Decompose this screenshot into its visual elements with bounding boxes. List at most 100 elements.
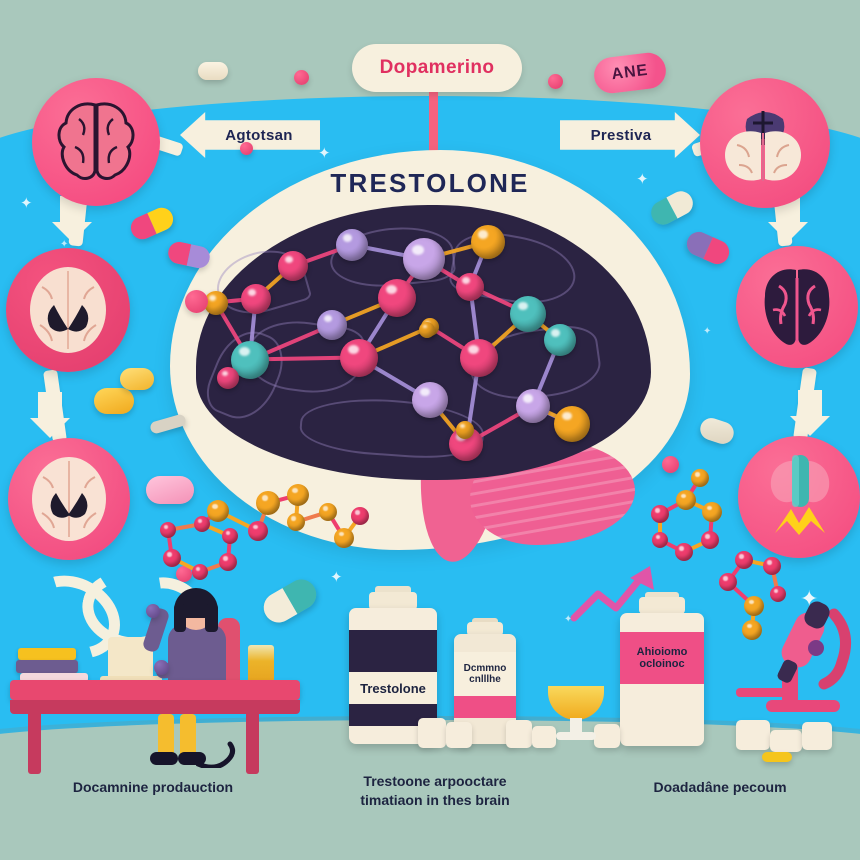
- caption-left-line1: Docamnine prodauction: [72, 779, 234, 795]
- desk-edge: [10, 700, 300, 714]
- caption-right: Doadadâne pecoum: [588, 778, 852, 797]
- molecule-atom: [248, 521, 268, 541]
- book-icon: [16, 660, 78, 673]
- circle-brain-outline-pink: [32, 78, 160, 206]
- molecule-atom: [675, 543, 693, 561]
- slide-icon: [762, 752, 792, 762]
- caption-center: Trestoone arpooctare timatiaon in thes b…: [300, 772, 570, 810]
- molecule-atom: [219, 553, 237, 571]
- juice-glass: [248, 645, 274, 685]
- tablet-block-icon: [770, 730, 802, 752]
- brain-icon: [57, 102, 135, 180]
- molecule-atom: [651, 505, 669, 523]
- bottle-abnormal: Ahioiomo ocloinoc: [617, 592, 707, 748]
- microscope-stage: [736, 688, 792, 697]
- network-node: [456, 273, 484, 301]
- tablet-block-icon: [506, 720, 532, 748]
- circle-brain-cross-section: [6, 248, 130, 372]
- pill-dot-icon: [548, 74, 563, 89]
- tablet-icon: [120, 368, 154, 390]
- molecule-atom: [676, 490, 696, 510]
- desk-surface: [10, 680, 300, 700]
- network-node: [419, 322, 435, 338]
- trend-up-arrow-icon: [570, 566, 654, 622]
- network-node: [241, 284, 271, 314]
- network-node: [336, 229, 368, 261]
- molecule-atom: [691, 469, 709, 487]
- tablet-block-icon: [594, 724, 620, 748]
- molecule-atom: [256, 491, 280, 515]
- dopamine-sign-label: Dopamerino: [379, 57, 495, 78]
- caption-right-line1: Doadadâne pecoum: [653, 779, 787, 795]
- pill-dot-icon: [662, 456, 679, 473]
- pill-dot-icon: [176, 566, 192, 582]
- caption-left: Docamnine prodauction: [8, 778, 298, 797]
- sign-post: [429, 86, 438, 158]
- network-node: [471, 225, 505, 259]
- caption-center-line1: Trestoone arpooctare: [363, 773, 507, 789]
- network-node: [204, 291, 228, 315]
- molecule-atom: [742, 620, 762, 640]
- held-pill-icon: [146, 604, 160, 618]
- person-hair-side: [174, 604, 186, 632]
- brain-icon: [764, 269, 830, 345]
- network-node: [403, 238, 445, 280]
- brain-icon: [725, 111, 801, 181]
- molecule-atom: [194, 516, 210, 532]
- molecule-atom: [763, 557, 781, 575]
- down-arrow-icon: [30, 392, 70, 438]
- bottle-dopamine-label-line2: cnlllhe: [469, 674, 501, 685]
- person-shoe: [150, 752, 178, 765]
- dopamine-sign: Dopamerino: [352, 44, 522, 92]
- molecule-atom: [735, 551, 753, 569]
- bottle-trestolone-label: Trestolone: [360, 680, 426, 696]
- tablet-block-icon: [446, 722, 472, 748]
- molecule-atom: [192, 564, 208, 580]
- down-arrow-icon: [52, 196, 92, 242]
- tablet-block-icon: [802, 722, 832, 750]
- brain-icon: [30, 267, 106, 353]
- tablet-block-icon: [736, 720, 770, 750]
- circle-brain-dark-navy: [736, 246, 858, 368]
- bottle-trestolone: Trestolone: [345, 586, 441, 746]
- molecule-atom: [701, 531, 719, 549]
- microscope-body: [777, 601, 852, 690]
- tablet-icon: [94, 388, 134, 414]
- bottle-abnormal-label-line2: ocloinoc: [639, 658, 685, 670]
- person-leg: [158, 714, 174, 760]
- down-arrow-icon: [790, 390, 830, 436]
- network-node: [510, 296, 546, 332]
- book-icon: [18, 648, 76, 660]
- ane-pill-label: ANE: [610, 61, 650, 84]
- held-pill-icon: [154, 660, 169, 675]
- network-node: [544, 324, 576, 356]
- bottle-abnormal-label-line1: Ahioiomo: [636, 645, 688, 658]
- down-arrow-icon: [768, 196, 808, 242]
- laptop-base: [100, 676, 162, 683]
- network-node: [231, 341, 269, 379]
- molecule-atom: [287, 513, 305, 531]
- network-node: [456, 421, 474, 439]
- brain-title: TRESTOLONE: [330, 168, 530, 198]
- bowl-base: [556, 732, 596, 740]
- caption-center-line2: timatiaon in thes brain: [360, 791, 510, 808]
- petri-dish-icon: [146, 476, 194, 504]
- left-arrow-label: Agtotsan: [225, 126, 293, 144]
- molecule-atom: [702, 502, 722, 522]
- ane-pill-badge: ANE: [592, 50, 668, 96]
- network-node: [412, 382, 448, 418]
- molecule-atom: [163, 549, 181, 567]
- molecule-atom: [207, 500, 229, 522]
- molecule-atom: [770, 586, 786, 602]
- network-node: [516, 389, 550, 423]
- bottle-dopamine-label-line1: Dcmmno: [463, 663, 507, 674]
- network-node: [554, 406, 590, 442]
- capsule-bolt-icon: [770, 455, 830, 535]
- molecule-atom: [652, 532, 668, 548]
- cable-icon: [196, 741, 236, 768]
- molecule-atom: [222, 528, 238, 544]
- microscope-base: [766, 700, 840, 712]
- network-node: [460, 339, 498, 377]
- person-leg: [180, 714, 196, 760]
